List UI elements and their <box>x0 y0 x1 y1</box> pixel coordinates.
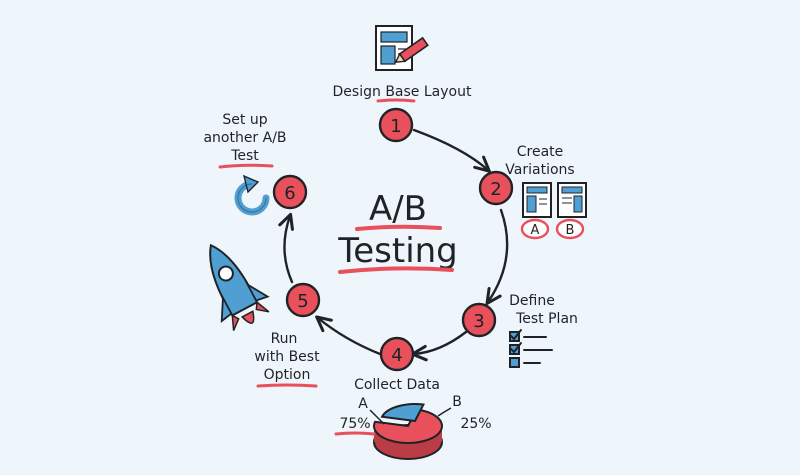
step-4-label: Collect Data <box>354 377 440 393</box>
variation-card-a <box>522 182 552 218</box>
step-1-circle: 1 <box>378 107 414 143</box>
pie-labels: A 75% B 25% <box>334 394 492 436</box>
step-2-label-line-1: Create <box>517 144 564 160</box>
pie-a-value: 75% <box>339 416 370 432</box>
variation-b-badge <box>555 218 585 240</box>
pie-b-pointer <box>437 407 452 417</box>
arrow-5-to-6 <box>278 212 294 284</box>
step-2-label-line-2: Variations <box>505 162 574 178</box>
pencil-icon <box>394 36 429 64</box>
step-6-label-line-1: Set up <box>222 112 267 128</box>
pie-a-pointer <box>369 409 385 425</box>
title-line-1: A/B <box>369 189 427 229</box>
center-title: A/B Testing <box>337 189 458 274</box>
step-3-label-line-1: Define <box>509 293 555 309</box>
step-5-number: 5 <box>297 291 308 312</box>
step-1-number: 1 <box>390 116 401 137</box>
variation-a-badge <box>520 218 550 240</box>
step-1-underline <box>376 98 416 103</box>
step-labels: Design Base Layout Create Variations Def… <box>203 84 577 393</box>
variation-cards-icon: A B <box>520 182 587 240</box>
checklist-icon <box>509 329 553 368</box>
variation-b-label: B <box>566 223 575 238</box>
rocket-icon <box>209 243 270 331</box>
step-5-label-line-2: with Best <box>254 349 320 365</box>
pie-b-value: 25% <box>460 416 491 432</box>
title-underline-1 <box>355 224 442 231</box>
step-6-label-line-3: Test <box>230 148 259 164</box>
variation-a-label: A <box>531 223 540 238</box>
step-2-number: 2 <box>490 179 501 200</box>
arrow-1-to-2 <box>412 128 491 173</box>
step-6-label-line-2: another A/B <box>203 130 286 146</box>
step-5-circle: 5 <box>285 282 321 318</box>
pie-slice-b <box>380 403 425 423</box>
step-5-underline <box>256 383 318 388</box>
step-4-circle: 4 <box>379 336 415 372</box>
step-6-circle: 6 <box>272 174 308 210</box>
arrow-3-to-4 <box>410 330 468 362</box>
title-line-2: Testing <box>337 231 458 271</box>
variation-card-b <box>557 182 587 218</box>
step-2-circle: 2 <box>478 170 514 206</box>
step-6-underline <box>218 163 274 169</box>
step-5-label-line-1: Run <box>271 331 298 347</box>
step-3-label-line-2: Test Plan <box>515 311 578 327</box>
pie-a-underline <box>334 431 376 436</box>
pie-chart-icon <box>373 403 443 460</box>
step-3-number: 3 <box>473 311 484 332</box>
cycle-arrows <box>278 128 509 362</box>
pie-slice-a <box>373 408 443 444</box>
pie-b-label: B <box>452 394 462 410</box>
step-6-number: 6 <box>284 183 295 204</box>
step-circles: 1 2 3 4 5 6 <box>272 107 514 372</box>
pie-a-label: A <box>358 396 368 412</box>
arrow-2-to-3 <box>485 208 509 305</box>
step-1-label: Design Base Layout <box>333 84 472 100</box>
title-underline-2 <box>338 266 454 274</box>
refresh-arrow-icon <box>234 174 270 216</box>
step-3-circle: 3 <box>461 302 497 338</box>
step-4-number: 4 <box>391 345 402 366</box>
layout-sketch-icon <box>375 25 413 71</box>
step-5-label-line-3: Option <box>264 367 311 383</box>
arrow-4-to-5 <box>315 315 382 356</box>
